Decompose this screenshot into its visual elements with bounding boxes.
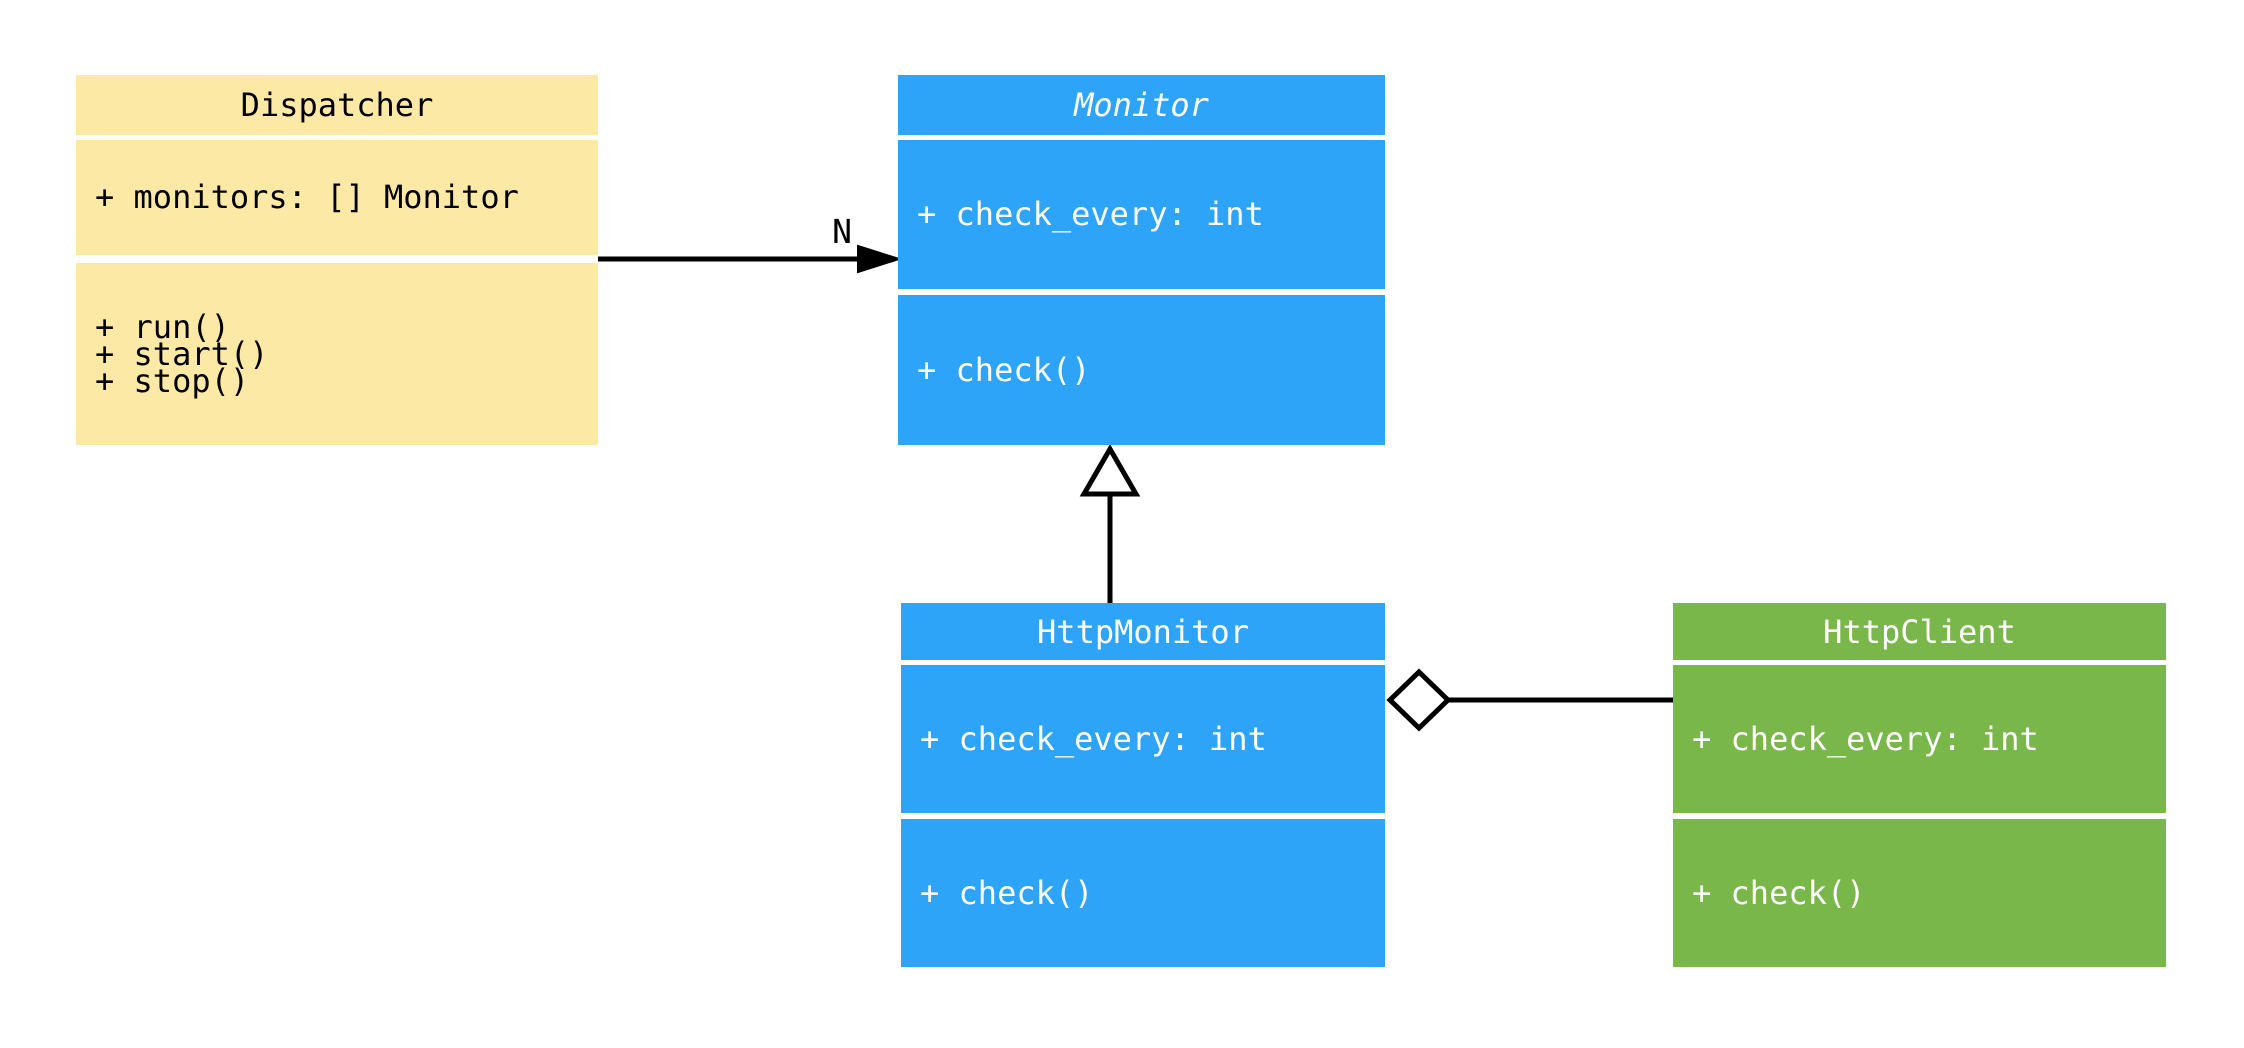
class-httpmonitor: HttpMonitor + check_every: int + check() xyxy=(901,603,1385,967)
inheritance-triangle-icon xyxy=(1079,444,1141,497)
class-method: + stop() xyxy=(95,361,250,400)
class-title: Monitor xyxy=(1074,86,1209,124)
class-httpclient: HttpClient + check_every: int + check() xyxy=(1673,603,2166,967)
class-method: + check() xyxy=(1692,873,1866,912)
class-method: + check() xyxy=(920,873,1094,912)
class-attribute: + monitors: [] Monitor xyxy=(95,178,519,216)
class-dispatcher: Dispatcher + monitors: [] Monitor + run(… xyxy=(76,75,598,445)
class-method: + run() xyxy=(95,307,230,346)
class-method: + start() xyxy=(95,334,269,373)
edge-httpmonitor-httpclient-aggregation xyxy=(1386,668,1673,732)
class-attribute: + check_every: int xyxy=(917,195,1264,233)
edge-httpmonitor-monitor-inheritance xyxy=(1079,444,1141,603)
class-attribute: + check_every: int xyxy=(920,719,1267,758)
class-monitor: Monitor + check_every: int + check() xyxy=(898,75,1385,445)
edge-dispatcher-monitor-association: N xyxy=(598,212,903,274)
class-method: + check() xyxy=(917,350,1091,389)
class-title: HttpMonitor xyxy=(1037,612,1249,651)
association-arrowhead-icon xyxy=(857,244,903,274)
aggregation-diamond-icon xyxy=(1386,668,1452,732)
class-title: HttpClient xyxy=(1823,612,2016,651)
class-attribute: + check_every: int xyxy=(1692,719,2039,758)
multiplicity-label: N xyxy=(832,212,852,251)
class-title: Dispatcher xyxy=(240,86,434,124)
